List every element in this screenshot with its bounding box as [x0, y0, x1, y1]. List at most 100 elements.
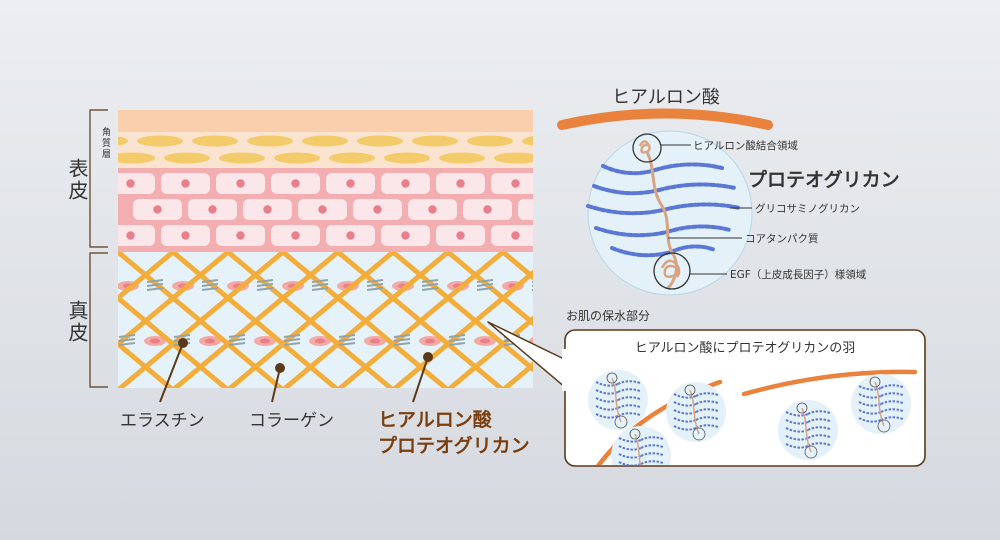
mini-gag-chain — [595, 405, 619, 411]
collagen-fiber — [118, 386, 120, 388]
mini-gag-chain — [617, 388, 641, 393]
mini-gag-chain — [640, 436, 664, 441]
mini-gag-chain — [695, 416, 719, 421]
cell-nucleus — [511, 231, 520, 240]
spinous-cell — [518, 199, 533, 220]
fibroblast-nucleus — [260, 338, 270, 344]
cell-nucleus — [126, 179, 135, 188]
spinous-cell — [546, 225, 595, 246]
granular-cell — [357, 135, 403, 147]
cell-nucleus — [428, 205, 437, 214]
granular-cell — [302, 135, 348, 147]
collagen-fiber — [0, 252, 8, 390]
collagen-fiber — [118, 252, 120, 256]
mini-gag-chain — [807, 442, 831, 447]
elastin-strand — [146, 283, 164, 287]
elastin-strand — [366, 283, 384, 287]
fibroblast-nucleus — [150, 338, 160, 344]
elastin-strand — [366, 287, 384, 291]
egf-domain-circle — [653, 252, 691, 290]
dermis-label: 真皮 — [65, 300, 89, 344]
mini-gag-chain — [618, 437, 642, 443]
mini-gag-chain — [880, 384, 904, 389]
cell-nucleus — [208, 205, 217, 214]
mini-gag-chain — [695, 392, 719, 397]
collagen-fiber — [501, 361, 533, 388]
cell-nucleus — [346, 231, 355, 240]
mini-gag-chain — [880, 392, 904, 397]
granular-cell — [274, 152, 320, 164]
elastin-strand — [283, 342, 301, 346]
gag-label: グリコサミノグリカン — [755, 202, 860, 215]
mini-gag-chain — [858, 385, 882, 391]
core-protein-label: コアタンパク質 — [745, 232, 819, 245]
mini-gag-chain — [617, 404, 641, 409]
collagen-fiber — [0, 252, 8, 390]
granular-cell — [219, 152, 265, 164]
mini-binding-domain — [684, 384, 696, 396]
mini-gag-chain — [640, 452, 664, 457]
cell-nucleus — [538, 205, 546, 213]
cell-nucleus — [236, 179, 245, 188]
collagen-fiber — [446, 315, 533, 388]
moisture-panel-title: ヒアルロン酸にプロテオグリカンの羽 — [635, 341, 856, 356]
mini-gag-chain — [640, 460, 664, 465]
mini-core-protein — [611, 377, 622, 423]
mini-binding-domain — [869, 376, 881, 388]
elastin-strand — [338, 338, 356, 342]
gag-chain — [657, 182, 737, 192]
elastin-strand — [531, 280, 533, 283]
granular-cell — [247, 135, 293, 147]
mini-gag-chain — [618, 461, 642, 465]
mini-gag-chain — [673, 393, 697, 399]
mini-gag-chain — [595, 389, 619, 395]
granular-cell — [522, 136, 533, 146]
elastin-strand — [476, 279, 494, 283]
elastin-strand — [448, 334, 466, 338]
cell-nucleus — [401, 179, 410, 188]
mini-gag-chain — [858, 393, 882, 399]
mini-gag-chain — [673, 425, 697, 431]
mini-gag-chain — [785, 435, 809, 441]
mini-gag-chain — [641, 469, 663, 472]
fibroblast-nucleus — [480, 338, 490, 344]
granular-cell — [439, 152, 485, 164]
elastin-strand — [283, 338, 301, 342]
mini-egf-domain — [804, 445, 818, 459]
mini-binding-domain — [606, 372, 618, 384]
mini-gag-chain — [785, 443, 809, 449]
egf-domain-label: EGF（上皮成長因子）様領域 — [730, 268, 867, 281]
mini-gag-chain — [595, 381, 619, 387]
gag-chain — [669, 244, 717, 254]
elastin-strand — [476, 287, 494, 291]
mini-binding-domain — [796, 402, 808, 414]
elastin-strand — [146, 279, 164, 283]
elastin-strand — [201, 287, 219, 291]
elastin-strand — [476, 283, 494, 287]
gag-chain — [610, 246, 673, 258]
fibroblast-nucleus — [95, 339, 105, 344]
elastin-strand — [448, 338, 466, 342]
elastin-strand — [366, 279, 384, 283]
hyaluronic-acid-strand — [557, 108, 773, 130]
granular-cell — [329, 152, 375, 164]
cell-nucleus — [126, 231, 135, 240]
moisture-panel: ヒアルロン酸にプロテオグリカンの羽 — [562, 329, 926, 472]
elastin-strand — [393, 342, 411, 346]
egf-domain-coil — [660, 259, 681, 278]
panel-hyaluronic-strand-2 — [741, 369, 918, 397]
mini-core-protein — [634, 433, 645, 465]
spinous-cell — [546, 173, 595, 194]
elastin-strand — [118, 338, 136, 342]
elastin-strand — [531, 284, 533, 287]
hyaluronic-callout-line1: ヒアルロン酸 — [378, 408, 493, 431]
cell-nucleus — [291, 179, 300, 188]
elastin-strand — [256, 279, 274, 283]
elastin-strand — [311, 283, 329, 287]
elastin-strand — [201, 283, 219, 287]
mini-gag-chain — [617, 380, 641, 385]
mini-gag-chain — [807, 426, 831, 431]
cell-nucleus — [236, 231, 245, 240]
spinous-cell — [118, 173, 155, 194]
elastin-strand — [118, 334, 136, 338]
